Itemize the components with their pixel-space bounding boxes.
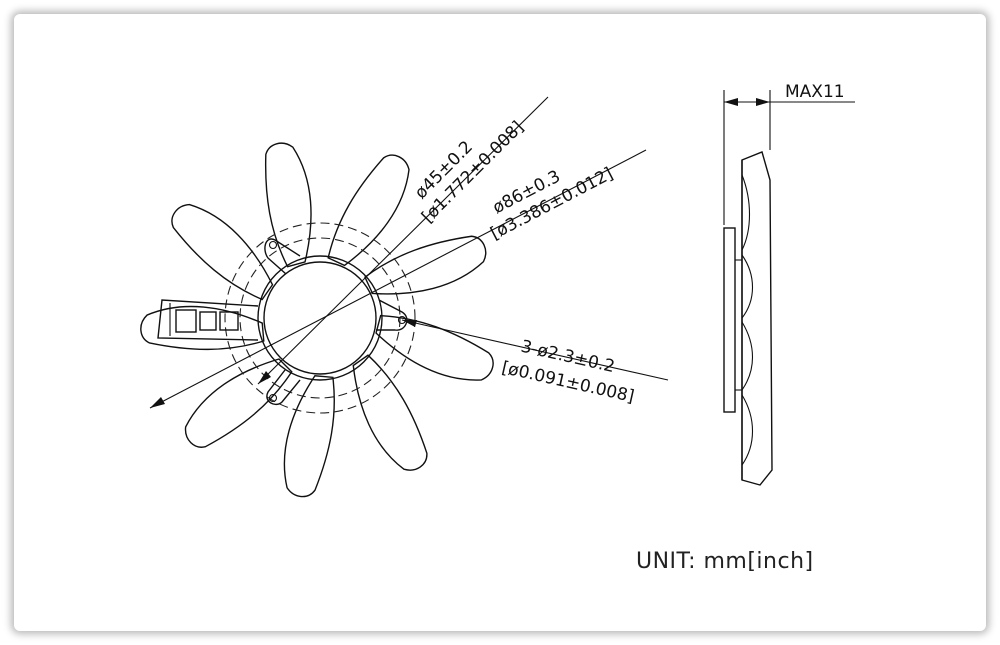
fan-blade-8 <box>138 299 265 357</box>
fan-blade-4 <box>369 310 500 388</box>
fan-front-view <box>138 96 669 500</box>
side-blade-edge-2 <box>741 254 753 319</box>
fan-blade-1 <box>251 137 329 269</box>
bolt-circle-dashed <box>239 237 401 399</box>
mount-holes-dimension: 3-ø2.3±0.2 [ø0.091±0.008] <box>500 337 636 408</box>
fan-blade-2 <box>323 145 418 276</box>
max-thickness-label: MAX11 <box>785 82 845 102</box>
blade-root-circle-dashed <box>224 222 416 414</box>
dimension-leaders <box>149 96 669 409</box>
mount-hole-top <box>268 240 278 250</box>
fan-blade-7 <box>175 341 296 462</box>
side-view-hub <box>723 227 736 413</box>
mount-tab-top <box>264 238 301 275</box>
hub-outer <box>257 255 383 381</box>
unit-note: UNIT: mm[inch] <box>636 549 814 574</box>
mount-hole-bottom <box>268 393 278 403</box>
side-blade-edge-3 <box>741 321 753 391</box>
side-blade-edge-1 <box>741 174 750 251</box>
fan-side-view: MAX11 <box>723 82 855 486</box>
mount-tab-right <box>376 299 408 331</box>
wire-clip <box>157 299 259 341</box>
mount-tab-bottom <box>266 369 301 406</box>
hub-inner <box>263 261 377 375</box>
side-view-blade-outline <box>741 151 773 486</box>
side-blade-edge-4 <box>741 394 753 466</box>
